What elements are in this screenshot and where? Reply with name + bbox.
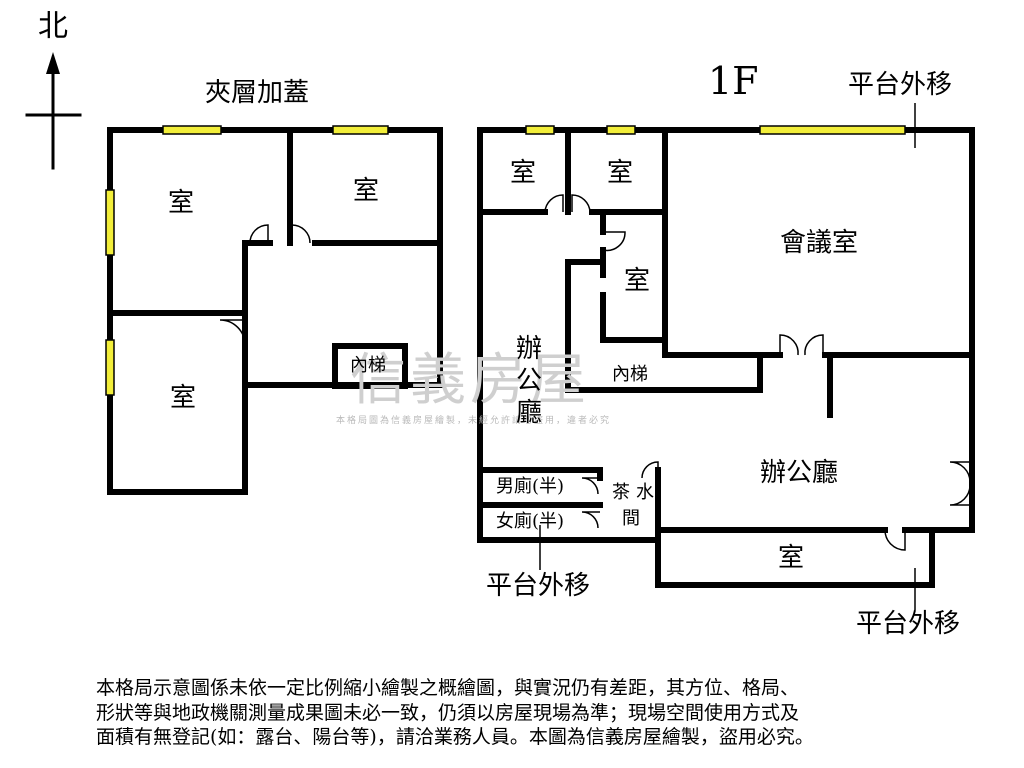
door	[804, 334, 824, 356]
window	[162, 125, 222, 135]
door	[602, 231, 626, 252]
door	[571, 194, 591, 213]
mezz-room-2: 室	[353, 176, 380, 206]
office-left-1: 辦	[516, 334, 543, 364]
door	[249, 224, 269, 244]
balcony-label-right: 平台外移	[856, 609, 961, 639]
floor1-title: 1F	[708, 59, 759, 103]
window	[105, 339, 115, 396]
door	[779, 334, 799, 356]
pantry-2: 水	[636, 482, 654, 503]
floor1-room-b: 室	[607, 158, 634, 188]
door	[291, 224, 311, 244]
doors	[219, 194, 972, 551]
door	[219, 319, 246, 346]
watermark-subtitle: 本格局圖為信義房屋繪製，未經允許請勿盜用，違者必究	[336, 416, 612, 426]
window	[332, 125, 389, 135]
door	[949, 484, 972, 506]
mezz-room-1: 室	[168, 188, 195, 218]
mezz-room-3: 室	[170, 383, 197, 413]
balcony-label-top: 平台外移	[848, 70, 953, 100]
disclaimer-line: 形狀等與地政機關測量成果圖未必一致，仍須以房屋現場為準；現場空間使用方式及	[96, 701, 800, 724]
disclaimer-line: 本格局示意圖係未依一定比例縮小繪製之概繪圖，與實況仍有差距，其方位、格局、	[96, 677, 800, 699]
balcony-label-left: 平台外移	[486, 571, 591, 601]
mezzanine-walls	[107, 127, 443, 495]
women-wc: 女廁(半)	[496, 511, 565, 532]
disclaimer-line: 面積有無登記(如：露台、陽台等)，請洽業務人員。本圖為信義房屋繪製，盜用必究。	[96, 726, 814, 749]
window	[606, 125, 636, 135]
floor1-stair: 內梯	[612, 364, 648, 385]
disclaimer: 本格局示意圖係未依一定比例縮小繪製之概繪圖，與實況仍有差距，其方位、格局、 形狀…	[96, 676, 996, 750]
pantry-1: 茶	[612, 482, 630, 503]
leader-lines	[539, 103, 916, 610]
door	[581, 511, 600, 529]
office-left-3: 廳	[516, 398, 543, 428]
compass-north-label: 北	[38, 9, 68, 44]
north-arrow-icon	[46, 52, 60, 74]
door	[641, 461, 659, 479]
office-left-2: 公	[516, 366, 543, 396]
door	[544, 194, 564, 213]
floor1-room-bottom: 室	[778, 543, 805, 573]
floor1-room-c: 室	[624, 266, 651, 296]
door	[884, 529, 906, 551]
door	[949, 461, 972, 483]
windows	[105, 125, 906, 396]
mezz-stair: 內梯	[350, 355, 386, 376]
window	[759, 125, 906, 135]
watermark-brand: 信義房屋	[350, 348, 590, 413]
window	[525, 125, 555, 135]
door	[581, 477, 600, 495]
office-main: 辦公廳	[760, 458, 839, 488]
floor1-room-a: 室	[510, 158, 537, 188]
window	[105, 189, 115, 256]
mezzanine-title: 夾層加蓋	[205, 78, 310, 108]
pantry-3: 間	[622, 508, 640, 529]
men-wc: 男廁(半)	[496, 476, 565, 497]
meeting-room: 會議室	[780, 228, 859, 258]
